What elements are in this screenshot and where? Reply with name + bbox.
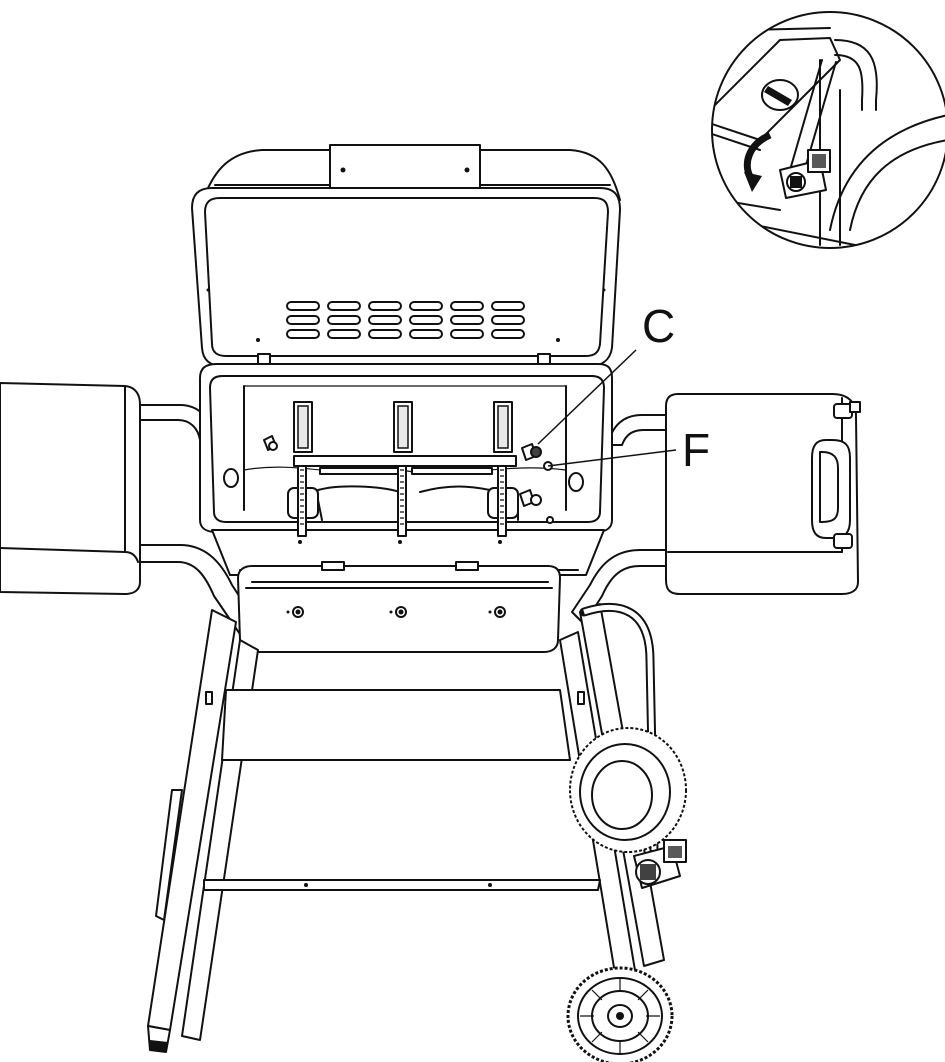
lid-vents <box>286 301 525 339</box>
gas-hose <box>579 602 659 855</box>
wing-nut-f <box>519 489 542 507</box>
callout-f-label: F <box>682 424 710 476</box>
front-wheel <box>566 966 674 1062</box>
regulator-valve <box>633 839 687 889</box>
rear-wheel <box>569 727 687 853</box>
right-side-shelf <box>571 393 861 625</box>
rotate-arrow-icon <box>744 131 772 192</box>
control-knob-right <box>494 606 506 618</box>
control-panel <box>237 561 561 653</box>
valve-icon <box>779 149 831 199</box>
control-knob-left <box>292 606 304 618</box>
wing-nut-c <box>521 443 542 461</box>
burner-brackets <box>293 401 517 537</box>
inset-detail <box>711 11 945 249</box>
wing-nut-left <box>263 435 278 451</box>
control-knob-center <box>395 606 407 618</box>
callout-f-leader <box>547 449 677 467</box>
callout-f: F <box>547 424 710 476</box>
callout-c-label: C <box>642 300 675 352</box>
callout-c: C <box>537 300 675 445</box>
grill-lid <box>191 144 621 369</box>
left-side-shelf <box>0 382 259 641</box>
firebox <box>199 363 613 576</box>
inset-circle <box>711 11 945 249</box>
callout-c-leader <box>537 349 637 445</box>
